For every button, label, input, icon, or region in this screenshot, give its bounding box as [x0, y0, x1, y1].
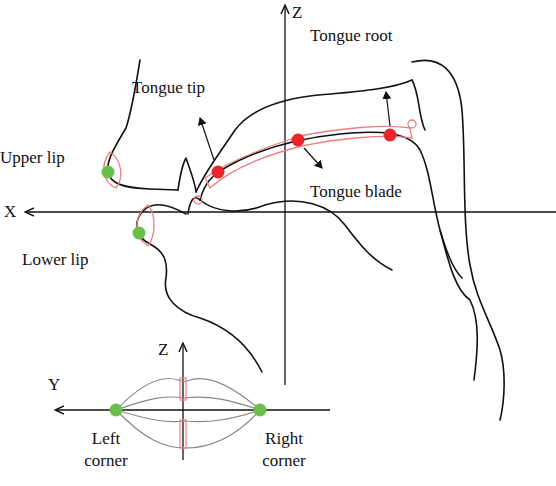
- lip-outline: [116, 410, 260, 448]
- pharynx-wall: [412, 60, 504, 420]
- upper-teeth: [178, 158, 196, 192]
- tongue-sensor-band: [205, 126, 412, 188]
- sensor-dot: [102, 166, 115, 179]
- palate-outline: [196, 80, 412, 192]
- lip-outline: [116, 410, 260, 422]
- leader-arrow: [386, 92, 390, 126]
- part-label: Upper lip: [0, 147, 100, 169]
- lip-sensor-region: [180, 378, 186, 400]
- sensor-dot: [110, 404, 123, 417]
- lower-lip-sensor-region: [137, 205, 154, 246]
- part-label: Right corner: [254, 428, 314, 472]
- sensor-dot: [212, 166, 225, 179]
- axis-label: Z: [292, 2, 322, 24]
- part-label: Tongue blade: [310, 181, 450, 203]
- lower-lip-chin: [137, 205, 262, 372]
- sensor-dot: [133, 227, 146, 240]
- larynx-outline: [440, 230, 477, 380]
- axis-label: Y: [48, 374, 70, 396]
- part-label: Tongue root: [310, 25, 440, 47]
- tongue-surface: [200, 132, 462, 278]
- y-axis: [56, 409, 330, 410]
- leader-arrow: [304, 148, 322, 168]
- velum-outline: [412, 80, 425, 130]
- axis-label: Z: [158, 339, 180, 361]
- part-label: Left corner: [78, 428, 134, 472]
- x-axis: [26, 211, 556, 212]
- part-label: Tongue tip: [132, 77, 242, 99]
- sensor-wire-loop: [408, 120, 416, 128]
- sensor-wire-loop: [194, 196, 202, 204]
- lip-sensor-region: [180, 420, 186, 448]
- sensor-dot: [292, 134, 305, 147]
- sensor-dot: [384, 129, 397, 142]
- z-axis: [284, 6, 285, 385]
- lip-outline: [116, 378, 260, 410]
- part-label: Lower lip: [22, 249, 122, 271]
- z-axis: [182, 344, 183, 460]
- axis-label: X: [4, 201, 26, 223]
- sensor-dot: [254, 404, 267, 417]
- tongue-floor: [200, 200, 392, 270]
- lip-outline: [116, 397, 260, 410]
- leader-arrow: [200, 118, 214, 160]
